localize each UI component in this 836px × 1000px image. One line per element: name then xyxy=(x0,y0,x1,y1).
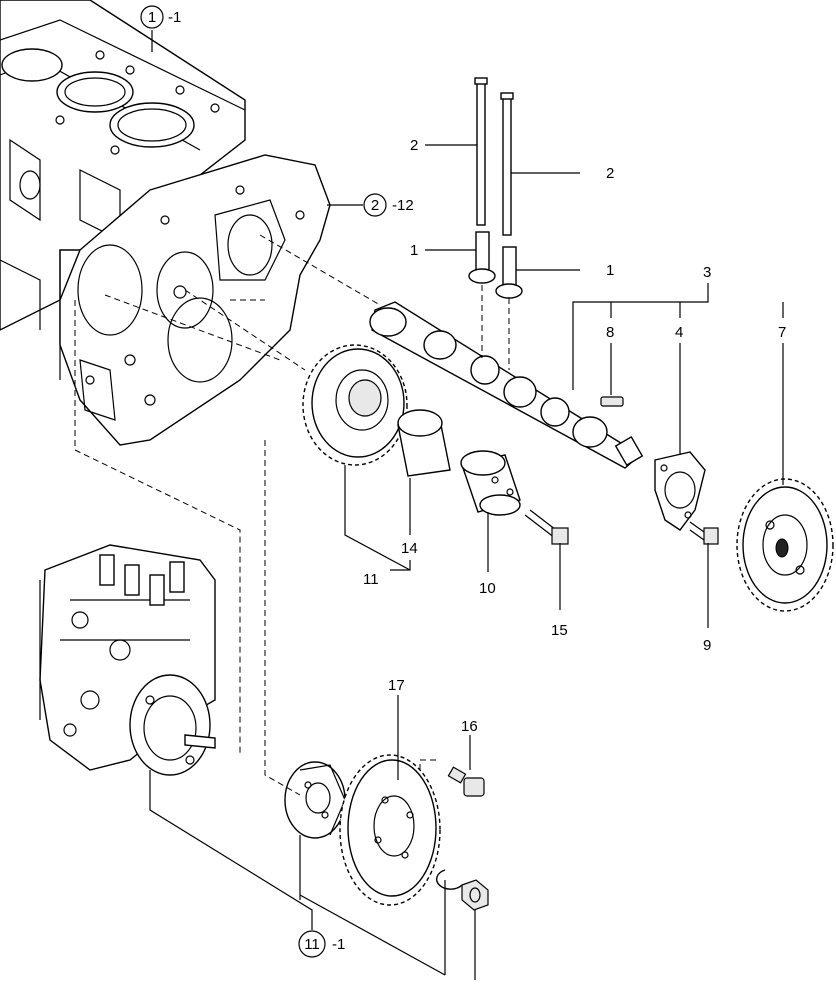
label-bolt-15: 15 xyxy=(551,622,568,639)
cylinder-block-illustration xyxy=(0,0,246,380)
bolt-9-illustration xyxy=(689,521,719,545)
label-thrust-plate: 4 xyxy=(675,324,683,341)
label-tappet-left: 1 xyxy=(410,242,418,259)
callout-2-12: 2 -12 xyxy=(363,193,414,217)
push-rod-right xyxy=(500,92,514,236)
thrust-plate-illustration xyxy=(654,451,706,531)
drive-flange-illustration xyxy=(284,761,346,839)
alignment-lines xyxy=(74,234,510,796)
bolt-15-illustration xyxy=(524,509,569,545)
camshaft-illustration xyxy=(369,301,644,469)
label-bolt-16: 16 xyxy=(461,718,478,735)
bolt-16-illustration xyxy=(447,766,485,797)
callout-1-suffix: -1 xyxy=(168,9,181,26)
fuel-injection-pump-illustration xyxy=(39,544,216,776)
leader-lines xyxy=(149,30,784,980)
key-illustration xyxy=(600,396,624,407)
label-tappet-right: 1 xyxy=(606,262,614,279)
tappet-right xyxy=(495,246,523,299)
idle-shaft-illustration xyxy=(460,450,521,516)
nut-illustration xyxy=(461,879,489,911)
cam-gear-illustration xyxy=(736,478,834,612)
callout-1-number: 1 xyxy=(148,9,156,26)
idle-gear-illustration xyxy=(302,344,408,466)
push-rod-left xyxy=(474,77,488,226)
callout-11-suffix: -1 xyxy=(332,936,345,953)
callout-11-number: 11 xyxy=(304,936,320,953)
callout-2-suffix: -12 xyxy=(392,197,414,214)
label-push-rod-right: 2 xyxy=(606,165,614,182)
label-bushing: 14 xyxy=(401,540,418,557)
label-cam-gear: 7 xyxy=(778,324,786,341)
pump-gear-illustration xyxy=(339,754,441,906)
lock-washer-illustration xyxy=(435,869,463,890)
label-idle-gear: 11 xyxy=(363,571,379,588)
label-key: 8 xyxy=(606,324,614,341)
label-bolt-9: 9 xyxy=(703,637,711,654)
callout-11-1: 11 -1 xyxy=(298,930,345,958)
callout-1-1: 1 -1 xyxy=(140,5,181,29)
bushing-illustration xyxy=(397,409,451,477)
label-push-rod-left: 2 xyxy=(410,137,418,154)
label-camshaft-assy: 3 xyxy=(703,264,711,281)
gear-case-plate-illustration xyxy=(59,154,331,446)
label-idle-shaft: 10 xyxy=(479,580,496,597)
label-pump-gear: 17 xyxy=(388,677,405,694)
callout-2-number: 2 xyxy=(371,197,379,214)
tappet-left xyxy=(468,231,496,284)
